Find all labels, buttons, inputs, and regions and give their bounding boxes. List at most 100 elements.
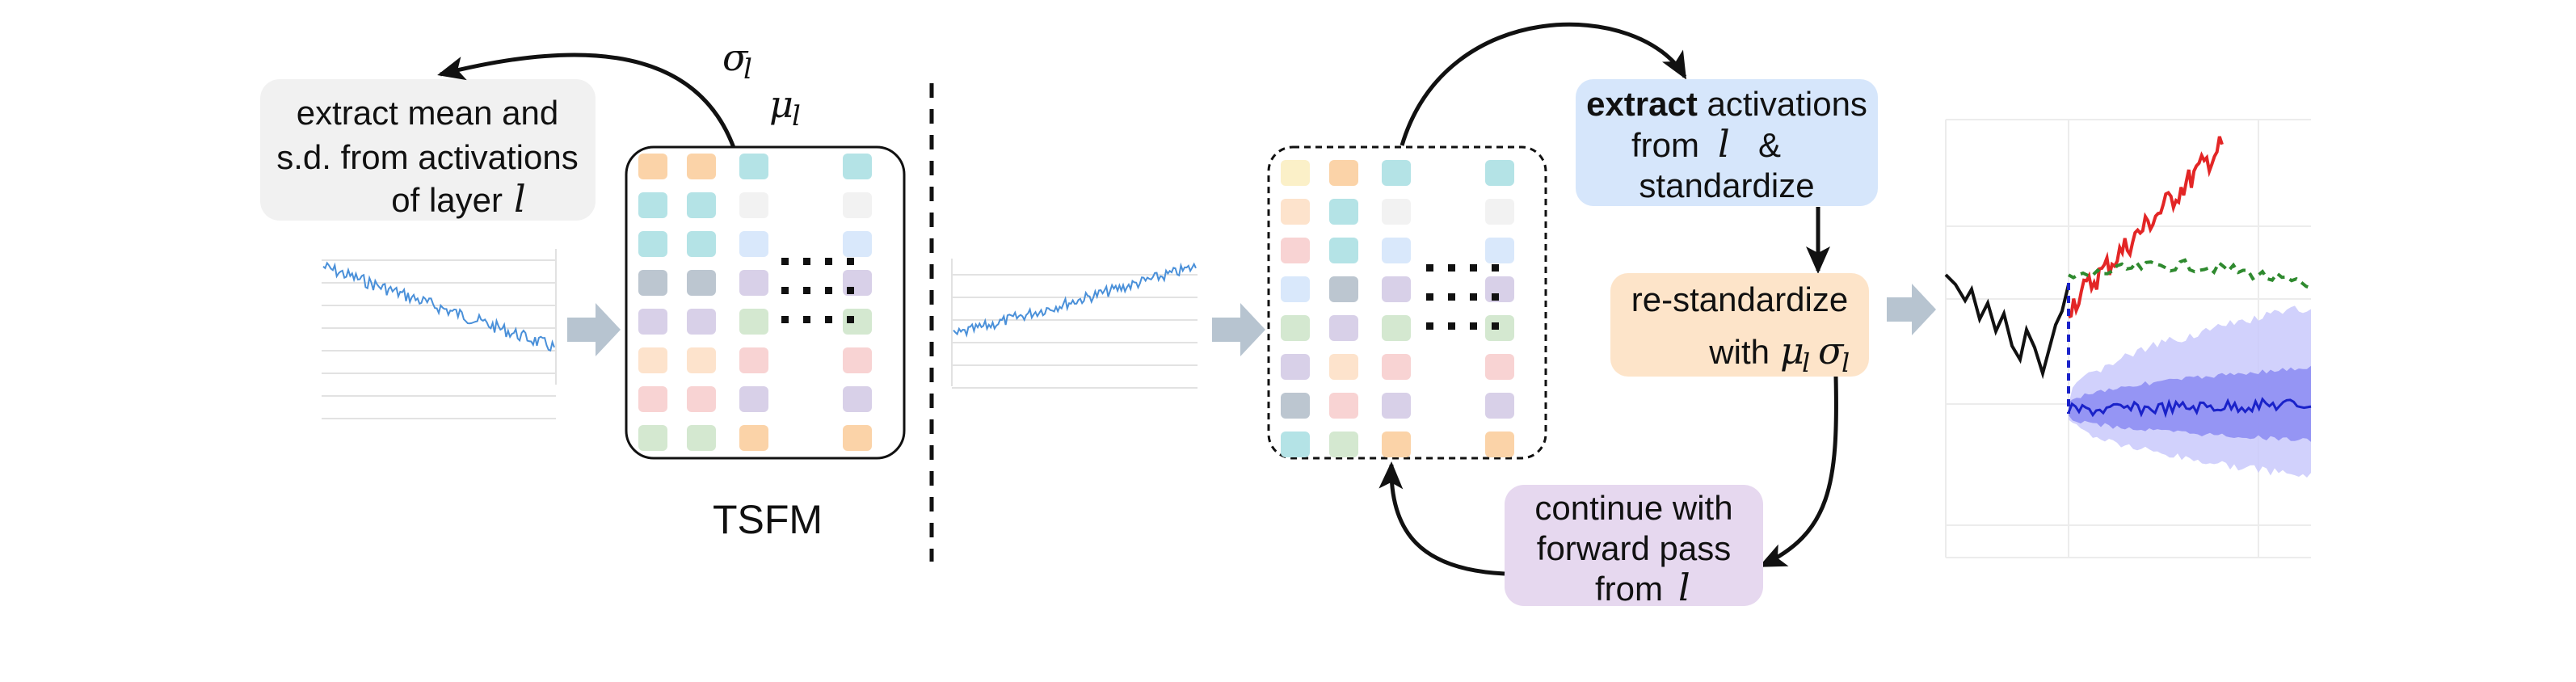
extract-activations-line3: standardize (1639, 166, 1814, 204)
tsfm-tile (638, 231, 667, 257)
arrow-model-to-stats (437, 53, 742, 166)
restandardize-with: with (1708, 333, 1770, 371)
restandardize-sigma-sub: l (1842, 347, 1850, 378)
tsfm-ellipsis-dot (825, 316, 832, 323)
tsfm-tile (843, 386, 872, 412)
tsfm-label: TSFM (713, 497, 823, 542)
steered-ellipsis-dot (1470, 322, 1477, 330)
baseline-forecast-line (2068, 258, 2312, 290)
layer-symbol-stats: l (514, 177, 526, 221)
steered-tile (1281, 393, 1310, 419)
restandardize-sigma: σ (1818, 329, 1845, 373)
steered-ellipsis-dot (1492, 293, 1499, 301)
steered-tile (1382, 432, 1411, 457)
tsfm-ellipsis-dot (847, 287, 854, 294)
steered-tile (1281, 276, 1310, 302)
tsfm-tile (739, 231, 768, 257)
extract-amp: & (1758, 126, 1781, 164)
tsfm-ellipsis-dot (847, 316, 854, 323)
input-series-left-line (322, 261, 555, 352)
arrow-restandardize-to-continue (1758, 376, 1838, 568)
steered-tile (1382, 238, 1411, 263)
tsfm-tile (843, 309, 872, 335)
layer-symbol-extract: l (1718, 122, 1730, 166)
tsfm-model: TSFM (625, 145, 906, 542)
tsfm-tile (687, 425, 716, 451)
extract-stats-line3: of layer (391, 181, 503, 219)
history-line (1944, 273, 2070, 380)
arrow-to-forecast (1887, 284, 1936, 335)
restandardize-line1: re-standardize (1631, 280, 1848, 318)
steered-tile (1281, 315, 1310, 341)
tsfm-ellipsis-dot (781, 316, 789, 323)
steered-tile (1382, 393, 1411, 419)
mu-symbol: μ (769, 82, 793, 126)
steered-tile (1329, 238, 1358, 263)
steered-tile (1281, 199, 1310, 225)
tsfm-tile (687, 270, 716, 296)
steered-tile (1485, 276, 1514, 302)
steered-ellipsis-dot (1470, 293, 1477, 301)
tsfm-tile (739, 425, 768, 451)
continue-from-word: from (1595, 570, 1663, 608)
tsfm-tile (687, 386, 716, 412)
tsfm-tile (843, 425, 872, 451)
steered-tile (1329, 160, 1358, 186)
extract-from-word: from (1631, 126, 1699, 164)
steered-tile (1329, 354, 1358, 380)
steered-ellipsis-dot (1426, 264, 1433, 272)
tsfm-ellipsis-dot (825, 258, 832, 265)
steered-tile (1485, 238, 1514, 263)
continue-box: continue with forward pass from l (1505, 485, 1763, 609)
tsfm-tile (638, 309, 667, 335)
steered-tile (1485, 315, 1514, 341)
extract-stats-line1: extract mean and (297, 94, 559, 132)
sigma-symbol: σ (722, 36, 749, 79)
input-series-left (322, 249, 557, 419)
steered-tile (1382, 276, 1411, 302)
mu-label: μ l (769, 82, 801, 133)
steered-tile (1485, 199, 1514, 225)
tsfm-tile (687, 192, 716, 218)
tsfm-tile (843, 347, 872, 373)
sigma-label: σ l (722, 36, 752, 86)
steered-tile (1382, 160, 1411, 186)
extract-activations-word: activations (1707, 85, 1867, 123)
steered-tile (1485, 432, 1514, 457)
sigma-subscript: l (743, 53, 752, 86)
input-series-middle (951, 259, 1198, 389)
steered-tile (1382, 315, 1411, 341)
arrow-series-to-model-left (567, 303, 621, 356)
tsfm-tile (638, 270, 667, 296)
steered-model (1267, 145, 1547, 460)
steered-tile (1485, 354, 1514, 380)
restandardize-mu: μ (1780, 329, 1804, 373)
tsfm-tile (843, 154, 872, 179)
mu-subscript: l (792, 100, 801, 133)
tsfm-ellipsis-dot (781, 287, 789, 294)
steered-tile (1329, 199, 1358, 225)
layer-symbol-continue: l (1678, 566, 1690, 609)
steered-tile (1329, 393, 1358, 419)
tsfm-tile (638, 154, 667, 179)
tsfm-ellipsis-dot (803, 258, 810, 265)
tsfm-tile (843, 192, 872, 218)
extract-space (1698, 85, 1707, 123)
steered-ellipsis-dot (1492, 264, 1499, 272)
restandardize-box-bg (1610, 273, 1869, 377)
continue-box-bg (1505, 485, 1763, 606)
tsfm-tile (739, 192, 768, 218)
steered-tile (1382, 354, 1411, 380)
steered-tile (1281, 354, 1310, 380)
extract-activations-line1: extract activations (1586, 85, 1867, 123)
steered-tile (1382, 199, 1411, 225)
steered-tile (1485, 393, 1514, 419)
steered-ellipsis-dot (1448, 293, 1455, 301)
arrow-continue-to-model (1378, 461, 1505, 576)
tsfm-model-frame (625, 145, 906, 460)
tsfm-tile (638, 386, 667, 412)
tsfm-ellipsis-dot (847, 258, 854, 265)
steered-ellipsis-dot (1492, 322, 1499, 330)
arrow-series-to-model-right (1212, 303, 1265, 356)
